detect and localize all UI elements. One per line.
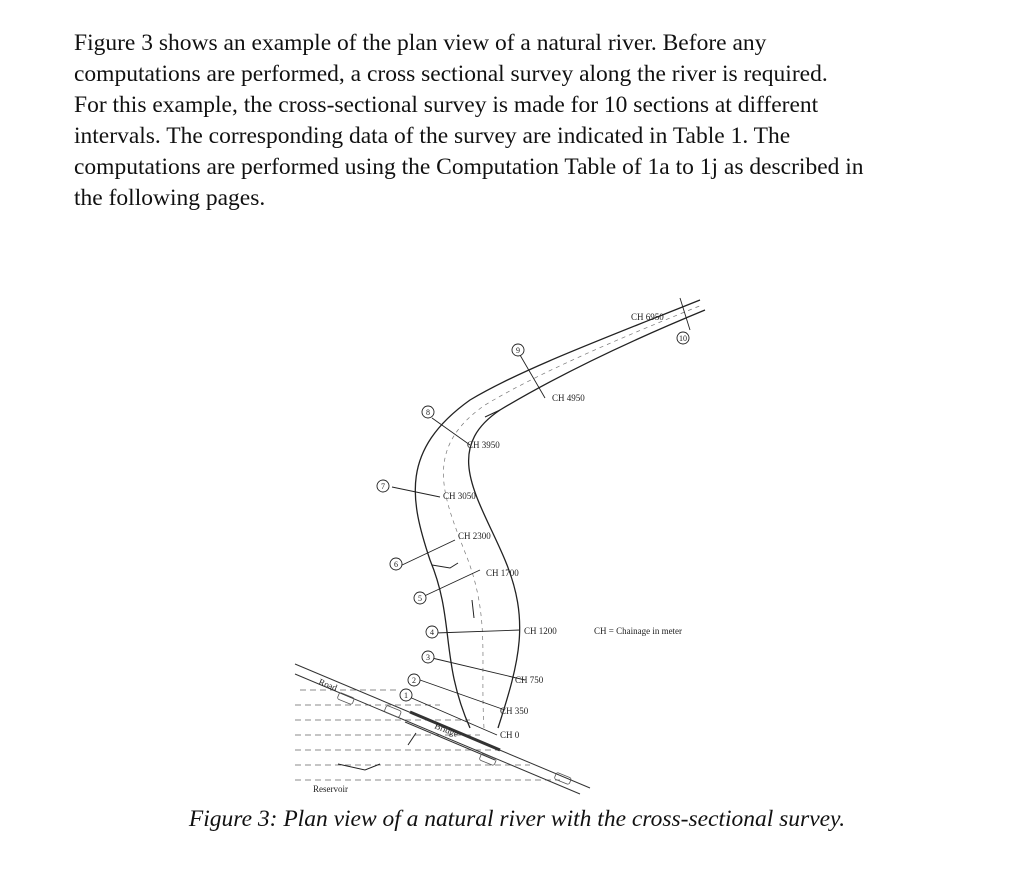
reservoir-water xyxy=(295,689,560,781)
section-number: 1 xyxy=(404,691,408,700)
vehicle-icons xyxy=(337,692,572,785)
intro-paragraph: Figure 3 shows an example of the plan vi… xyxy=(74,28,954,214)
intro-line: intervals. The corresponding data of the… xyxy=(74,123,791,149)
section-number: 7 xyxy=(381,482,385,491)
figure-caption: Figure 3: Plan view of a natural river w… xyxy=(188,806,846,832)
intro-line: computations are performed, a cross sect… xyxy=(74,61,828,87)
river-plan-figure: 1 2 3 4 5 6 7 8 9 10 CH 6950 CH 4950 CH … xyxy=(294,297,706,795)
section-number: 10 xyxy=(679,334,687,343)
chainage-label: CH 0 xyxy=(500,730,520,740)
chainage-label: CH 3950 xyxy=(467,440,500,450)
reservoir-label: Reservoir xyxy=(313,784,348,794)
cross-section-lines xyxy=(391,297,691,736)
chainage-label: CH 350 xyxy=(500,706,529,716)
river-banks xyxy=(414,299,706,729)
chainage-label: CH 1700 xyxy=(486,568,519,578)
flow-arrow-icon xyxy=(407,409,501,746)
section-number: 3 xyxy=(426,653,430,662)
chainage-label: CH 1200 xyxy=(524,626,557,636)
intro-line: computations are performed using the Com… xyxy=(74,154,864,180)
intro-line: Figure 3 shows an example of the plan vi… xyxy=(74,30,767,56)
section-number: 8 xyxy=(426,408,430,417)
road xyxy=(294,663,591,795)
chainage-label: CH 750 xyxy=(515,675,544,685)
chainage-label: CH 3050 xyxy=(443,491,476,501)
section-number: 5 xyxy=(418,594,422,603)
bridge-label: Bridge xyxy=(433,721,459,739)
chainage-label: CH 6950 xyxy=(631,312,664,322)
chainage-legend: CH = Chainage in meter xyxy=(594,626,682,636)
section-number: 2 xyxy=(412,676,416,685)
intro-line: For this example, the cross-sectional su… xyxy=(74,92,819,118)
section-numbers: 1 2 3 4 5 6 7 8 9 10 xyxy=(381,334,687,700)
boat-icon xyxy=(337,562,459,771)
section-number: 6 xyxy=(394,560,398,569)
section-markers xyxy=(376,331,690,702)
chainage-label: CH 2300 xyxy=(458,531,491,541)
section-number: 4 xyxy=(430,628,434,637)
intro-line: the following pages. xyxy=(74,185,266,211)
chainage-labels: CH 6950 CH 4950 CH 3950 CH 3050 CH 2300 … xyxy=(443,312,664,740)
river-water xyxy=(443,304,703,729)
section-number: 9 xyxy=(516,346,520,355)
chainage-label: CH 4950 xyxy=(552,393,585,403)
